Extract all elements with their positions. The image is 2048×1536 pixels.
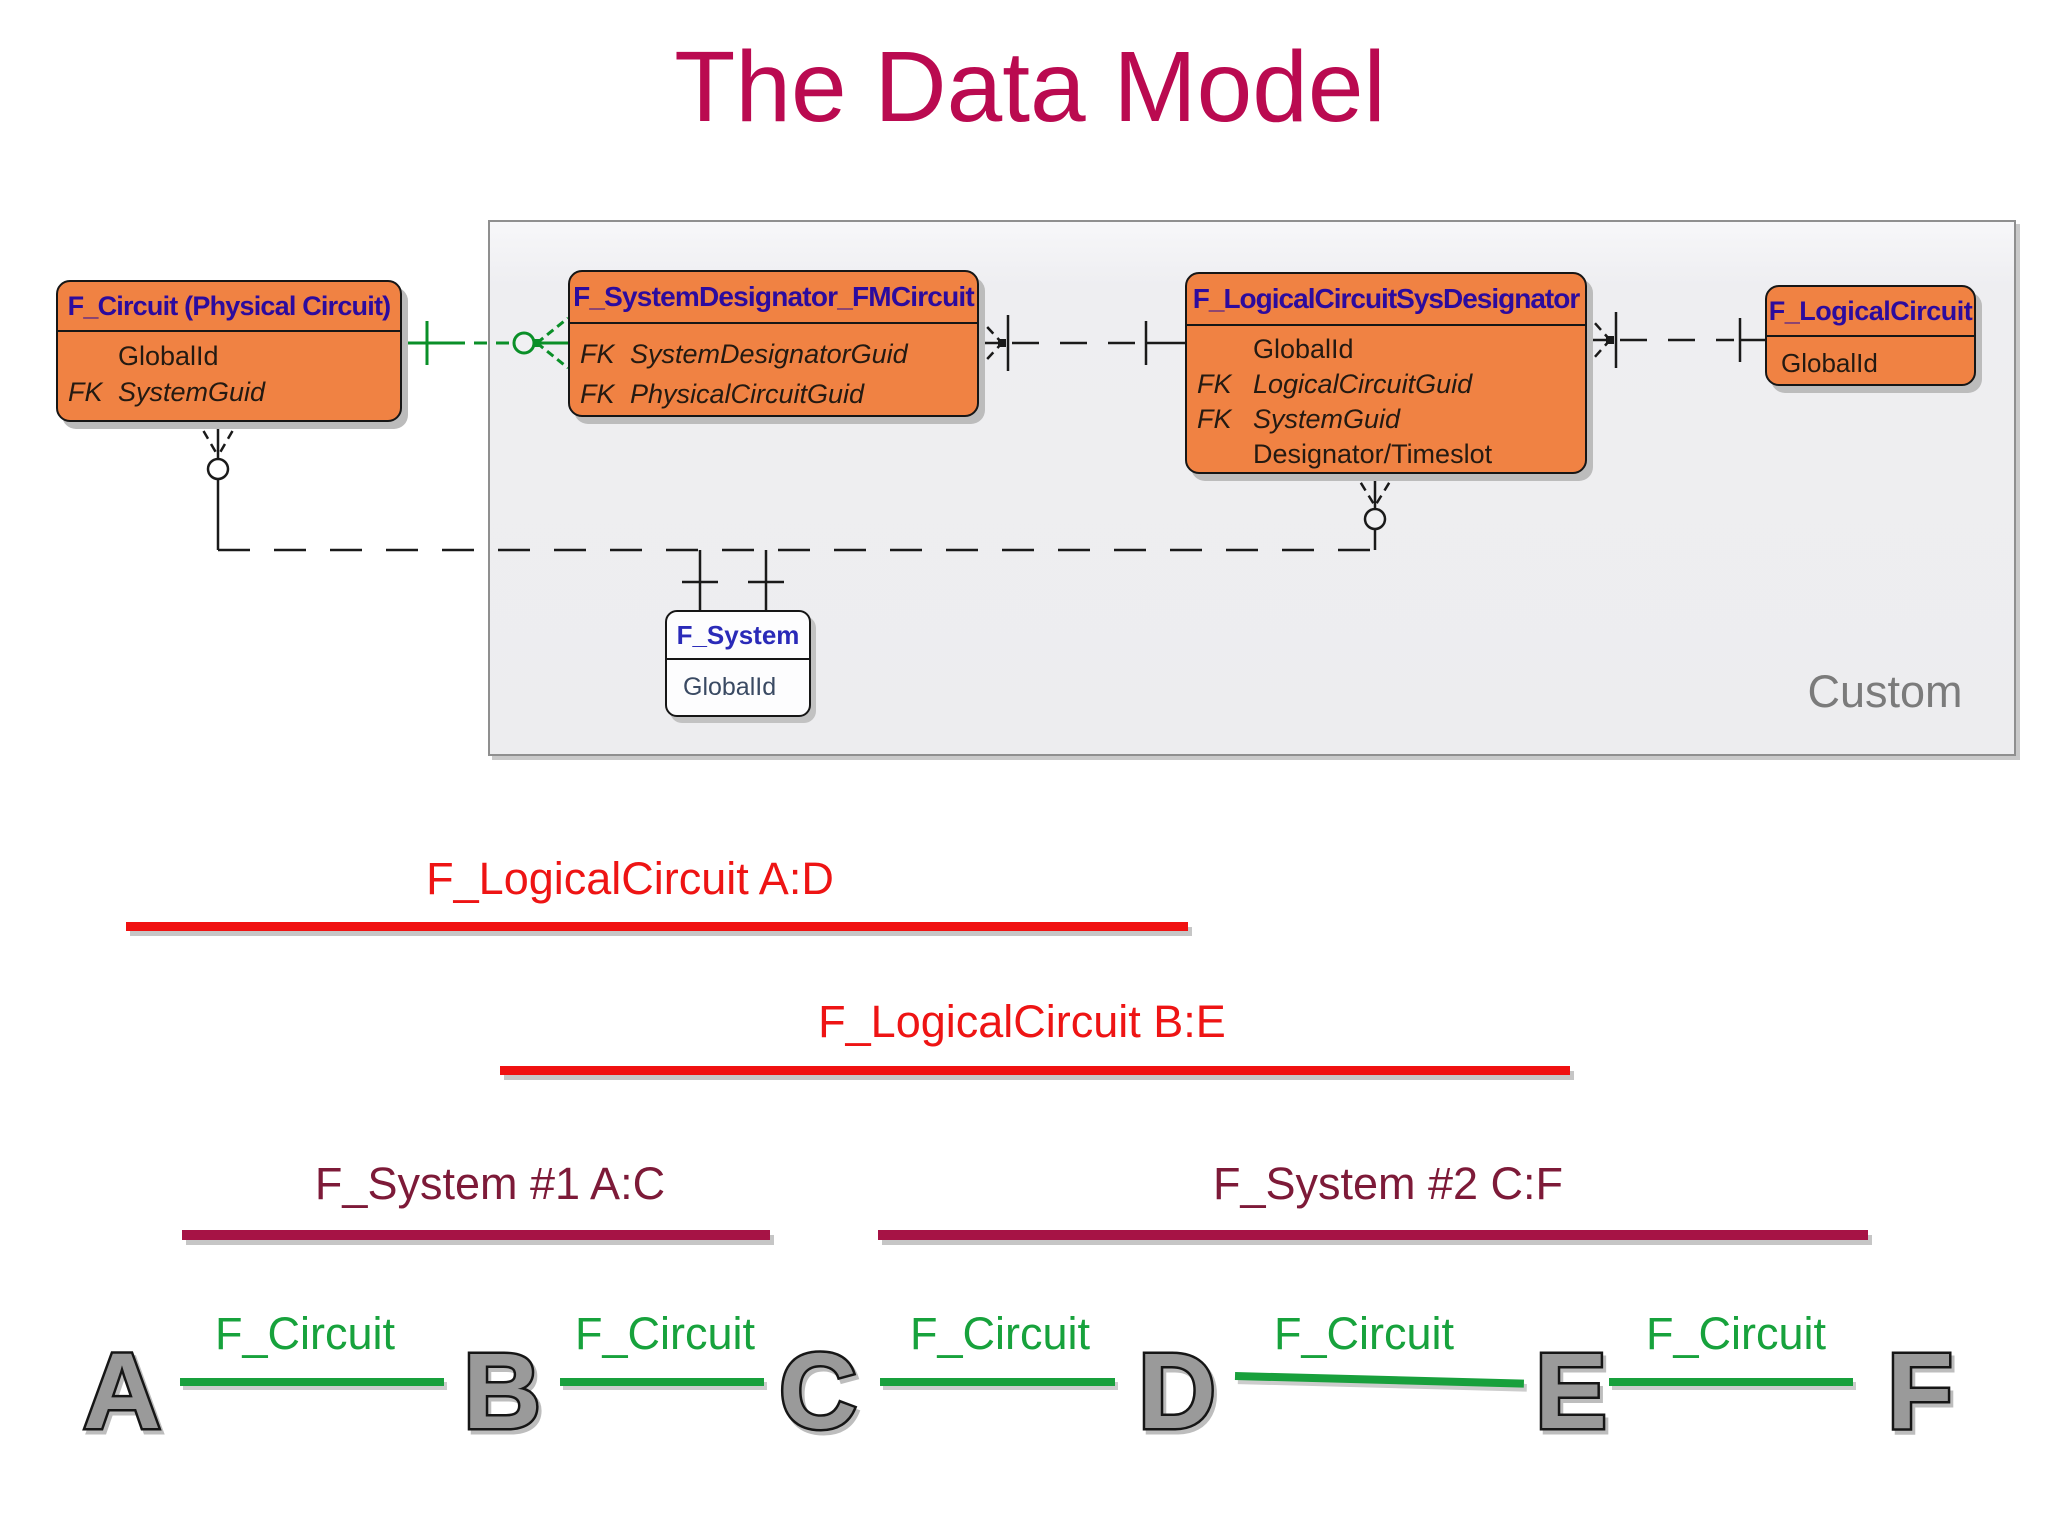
crowfoot-vertex [998,339,1006,347]
circuit-line-bc [560,1378,764,1386]
zero-circle [206,457,230,481]
field-key [1197,437,1253,472]
entity-field: GlobalId [1767,343,1974,383]
entity-f-systemdesignator-fmcircuit: F_SystemDesignator_FMCircuit FK SystemDe… [568,270,979,417]
node-letter-c: C [777,1328,860,1454]
entity-title: F_SystemDesignator_FMCircuit [570,272,977,324]
node-letter-e: E [1532,1328,1609,1454]
node-letter-f: F [1885,1328,1956,1454]
circuit-line-ef [1609,1378,1853,1386]
crowfoot-prong [976,315,1003,344]
entity-f-logicalcircuitsysdesignator: F_LogicalCircuitSysDesignator GlobalId F… [1185,272,1587,474]
svg-text:E: E [1535,1330,1607,1451]
entity-fields: FK SystemDesignatorGuid FK PhysicalCircu… [570,324,977,414]
entity-fields: GlobalId FK SystemGuid [58,332,400,410]
entity-field: FK LogicalCircuitGuid [1187,367,1585,402]
crowfoot-prong [1351,469,1377,507]
connector-fmcircuit-sysdesignator [976,315,1185,371]
circuit-label-de: F_Circuit [1273,1308,1455,1359]
field-key [1197,332,1253,367]
svg-text:A: A [83,1330,161,1451]
logical-circuit-span-line-ad [126,922,1188,931]
crowfoot-prong [1584,311,1611,341]
page-title: The Data Model [674,31,1386,143]
connector-sysdesignator-flogicalcircuit [1584,311,1765,369]
entity-f-system: F_System GlobalId [665,610,811,717]
system-span-line-1 [182,1230,770,1240]
crowfoot-prong [536,316,569,345]
field-key [68,338,118,374]
circuit-label-ef: F_Circuit [1645,1308,1827,1359]
entity-field: FK PhysicalCircuitGuid [570,374,977,414]
node-letter-b: B [461,1328,544,1454]
connector-fcircuit-fmcircuit [398,316,569,370]
entity-f-circuit: F_Circuit (Physical Circuit) GlobalId FK… [56,280,402,422]
circuit-line-cd [880,1378,1115,1386]
entity-field: FK SystemGuid [1187,402,1585,437]
logical-circuit-span-line-be [500,1066,1570,1075]
field-name: GlobalId [118,341,219,371]
entity-field: Designator/Timeslot [1187,437,1585,472]
circuit-label-bc: F_Circuit [574,1308,756,1359]
circuit-line-ab [180,1378,444,1386]
entity-fields: GlobalId FK LogicalCircuitGuid FK System… [1187,326,1585,472]
entity-f-logicalcircuit: F_LogicalCircuit GlobalId [1765,285,1976,386]
system-span-label-2: F_System #2 C:F [1212,1158,1564,1209]
entity-field: GlobalId [58,338,400,374]
custom-region-label: Custom [1807,666,1963,717]
circuit-label-ab: F_Circuit [214,1308,396,1359]
logical-circuit-span-label-ad: F_LogicalCircuit A:D [426,853,834,904]
field-name: GlobalId [683,673,777,701]
node-letter-a: A [81,1328,164,1454]
circuit-label-cd: F_Circuit [909,1308,1091,1359]
crowfoot-prong [194,417,220,457]
field-key: FK [1197,404,1232,434]
entity-title: F_System [667,612,809,660]
field-name: SystemGuid [1253,404,1401,434]
svg-text:C: C [779,1330,857,1451]
entity-field: FK SystemGuid [58,374,400,410]
svg-text:B: B [463,1330,541,1451]
crowfoot-prong [536,341,569,370]
zero-circle [1363,507,1387,531]
field-name: GlobalId [1253,334,1354,364]
connector-to-fsystem [194,417,1399,612]
svg-text:F: F [1887,1330,1953,1451]
crowfoot-prong [976,342,1003,371]
entity-field: GlobalId [667,666,809,708]
node-letter-d: D [1136,1328,1219,1454]
field-name: SystemDesignatorGuid [630,339,908,369]
entity-field: FK SystemDesignatorGuid [570,334,977,374]
entity-field: GlobalId [1187,332,1585,367]
field-key: FK [580,339,615,369]
entity-fields: GlobalId [1767,337,1974,383]
zero-circle [512,331,536,355]
field-name: Designator/Timeslot [1253,439,1493,469]
system-span-label-1: F_System #1 A:C [314,1158,666,1209]
field-name: PhysicalCircuitGuid [630,379,865,409]
entity-fields: GlobalId [667,660,809,708]
field-name: GlobalId [1781,348,1878,378]
crowfoot-vertex [1606,336,1614,344]
entity-title: F_LogicalCircuitSysDesignator [1187,274,1585,326]
system-span-line-2 [878,1230,1868,1240]
entity-title: F_Circuit (Physical Circuit) [58,282,400,332]
field-key: FK [580,379,615,409]
logical-circuit-span-label-be: F_LogicalCircuit B:E [818,996,1226,1047]
entity-title: F_LogicalCircuit [1767,287,1974,337]
crowfoot-prong [216,417,242,457]
field-name: SystemGuid [118,377,266,407]
field-key: FK [68,377,103,407]
svg-text:D: D [1138,1330,1216,1451]
crowfoot-prong [1373,469,1399,507]
field-name: LogicalCircuitGuid [1253,369,1473,399]
crowfoot-prong [1584,339,1611,369]
field-key: FK [1197,369,1232,399]
